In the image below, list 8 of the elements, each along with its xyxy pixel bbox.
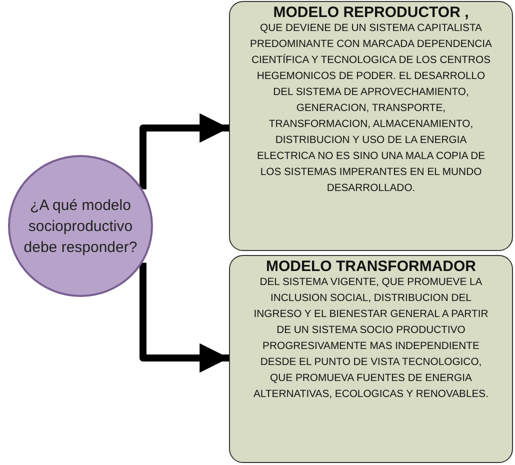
model-card [229,255,513,463]
card-description: DEL SISTEMA VIGENTE, QUE PROMUEVE LA INCLUSION SOCIAL, DISTRIBUCION DEL INGRESO Y EL BIENESTAR GENERAL A PARTIR DE UN SISTEMA SOCIO PRODUCTIVO PROGRESIVAMENTE MAS INDEPENDIENTE DESDE EL PUNTO DE VISTA TECNOLOGICO, QUE PROMUEVA FUENTES DE ENERGIA ALTERNATIVAS, ECOLOGICAS Y RENOVABLES. [252,276,490,402]
card-title: MODELO TRANSFORMADOR [265,258,477,275]
arrow [140,262,229,373]
model-card [229,1,513,251]
card-title: MODELO REPRODUCTOR , [272,4,470,21]
card-description: QUE DEVIENE DE UN SISTEMA CAPITALISTA PREDOMINANTE CON MARCADA DEPENDENCIA CIENTÍFICA Y TECNOLOGICA DE LOS CENTROS HEGEMONICOS DE PODER. EL DESARROLLO DEL SISTEMA DE APROVECHAMIENTO, GENERACION, TRANSPORTE, TRANSFORMACION, ALMACENAMIENTO, DISTRIBUCION Y USO DE LA ENERGIA ELECTRICA NO ES SINO UNA MALA COPIA DE LOS SISTEMAS IMPERANTES EN EL MUNDO DESARROLLADO. [249,22,493,196]
question-text: ¿A qué modelo socioproductivo debe responder? [22,196,138,258]
